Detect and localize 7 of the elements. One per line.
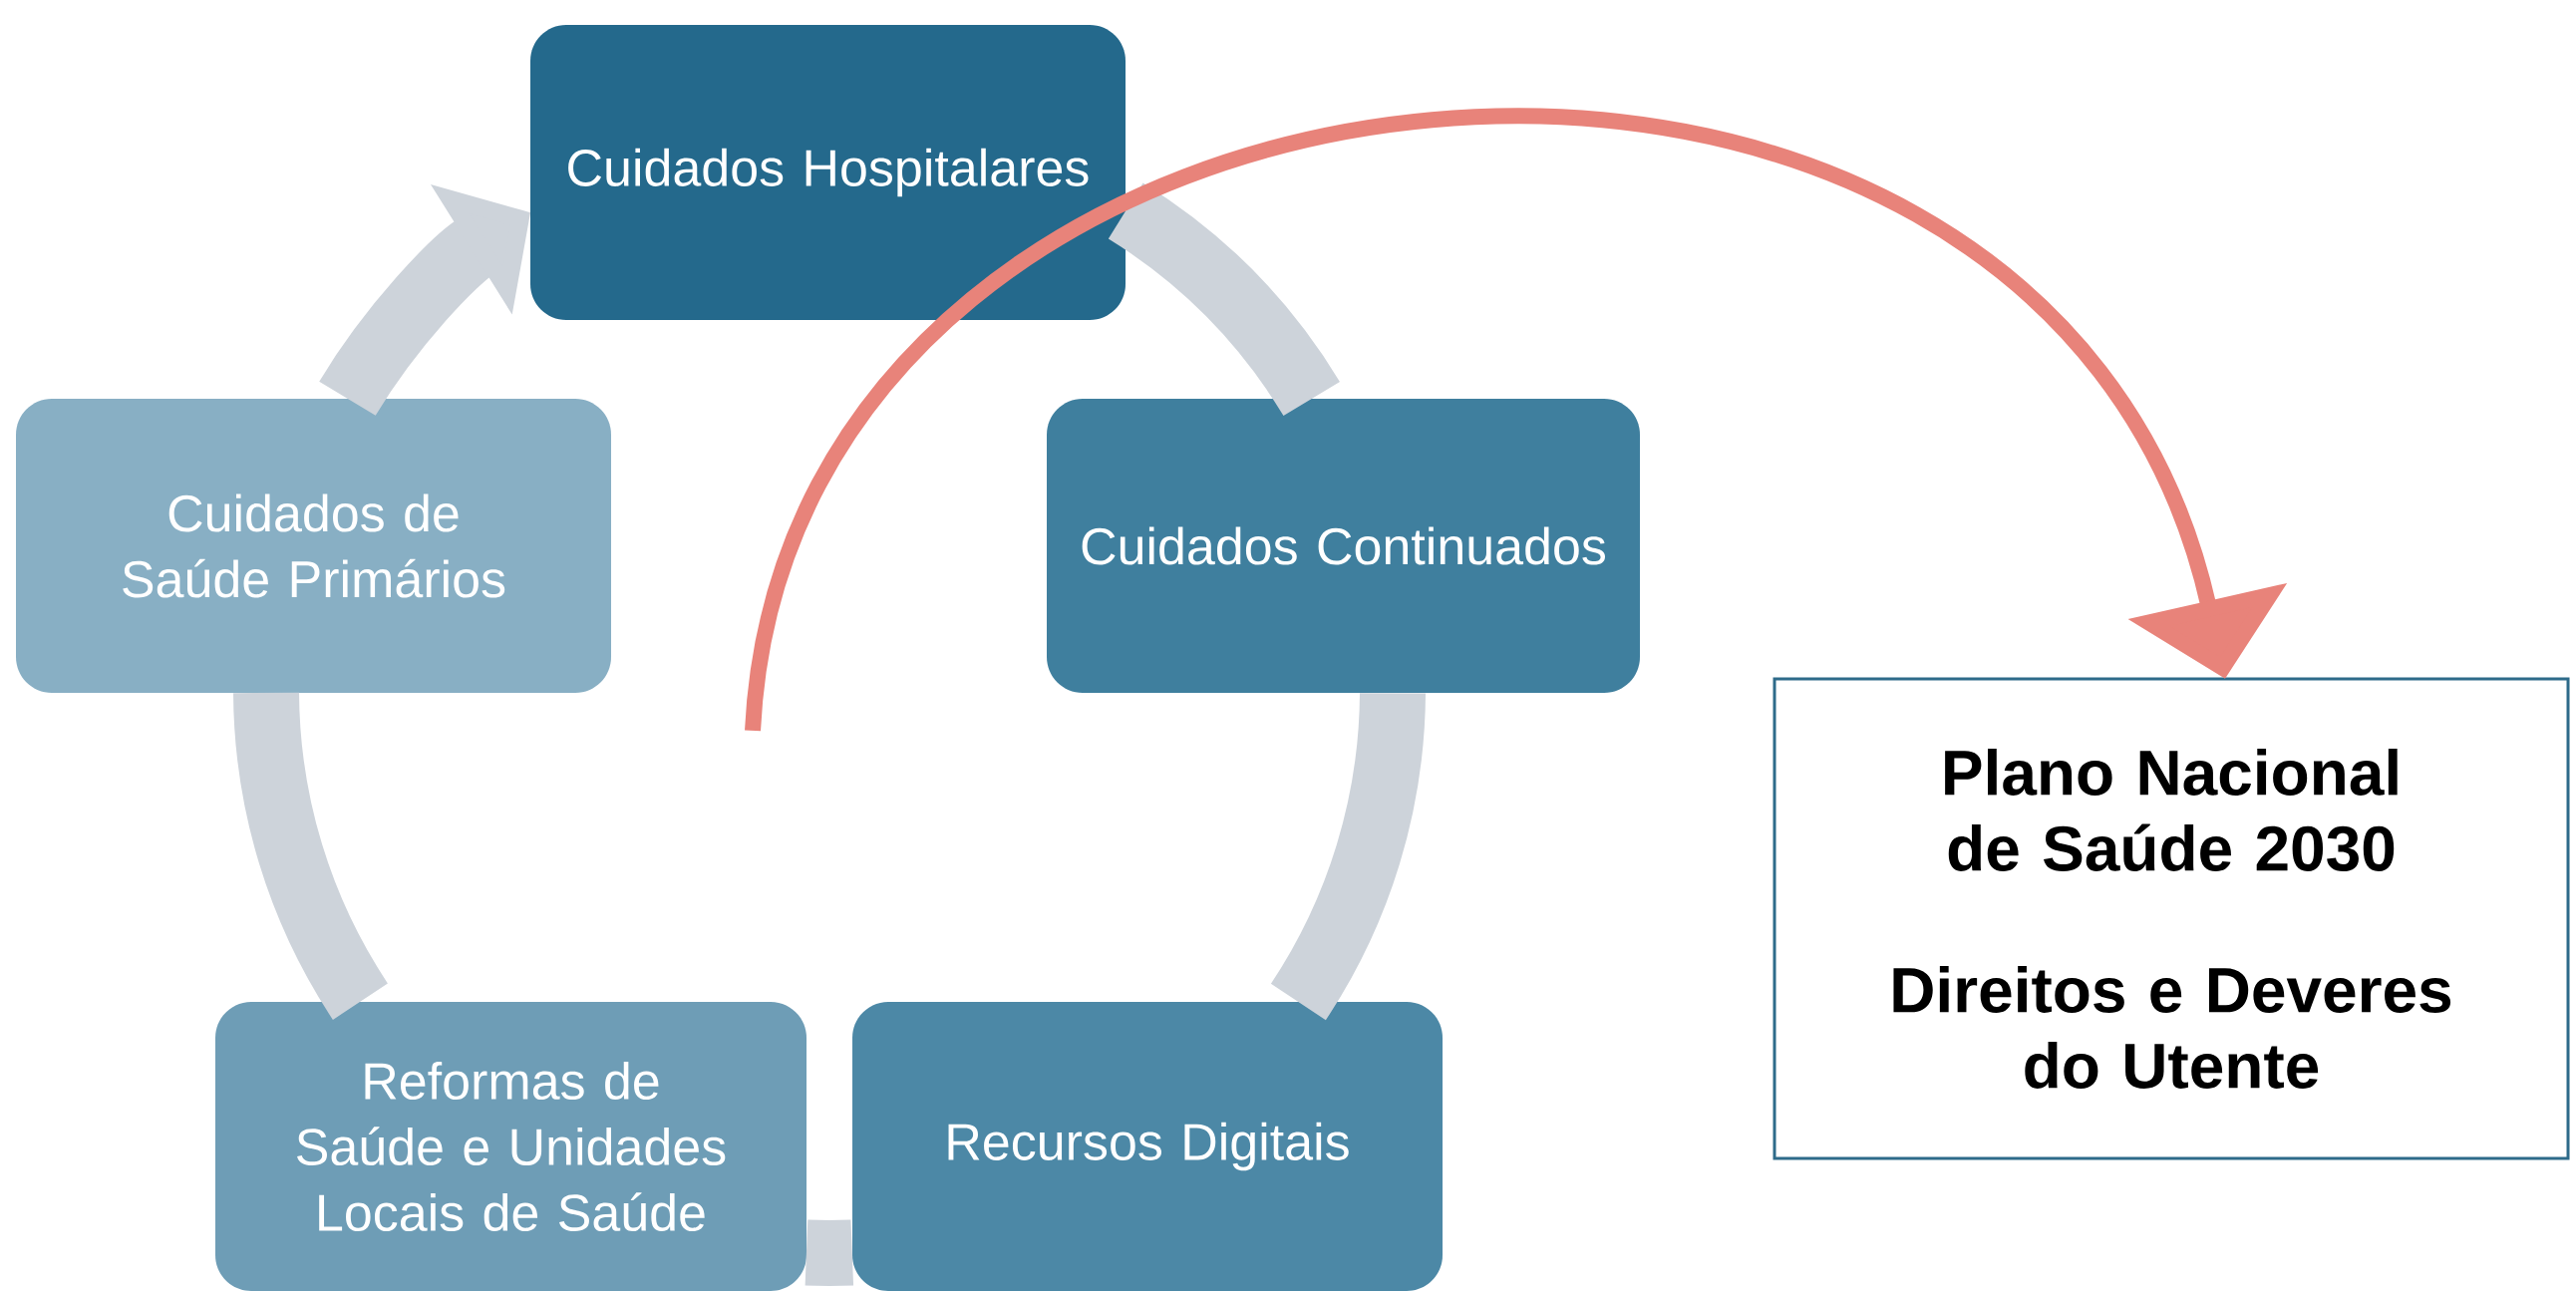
cycle-arc bbox=[233, 692, 389, 1020]
process-box: Reformas de Saúde e Unidades Locais de Saúde bbox=[215, 1002, 806, 1291]
cycle-arc bbox=[1270, 692, 1426, 1020]
process-box: Recursos Digitais bbox=[852, 1002, 1443, 1291]
process-box: Cuidados de Saúde Primários bbox=[16, 399, 611, 693]
note-box: Plano Nacional de Saúde 2030 Direitos e Deveres do Utente bbox=[1772, 677, 2570, 1160]
cycle-arc bbox=[805, 1219, 854, 1286]
